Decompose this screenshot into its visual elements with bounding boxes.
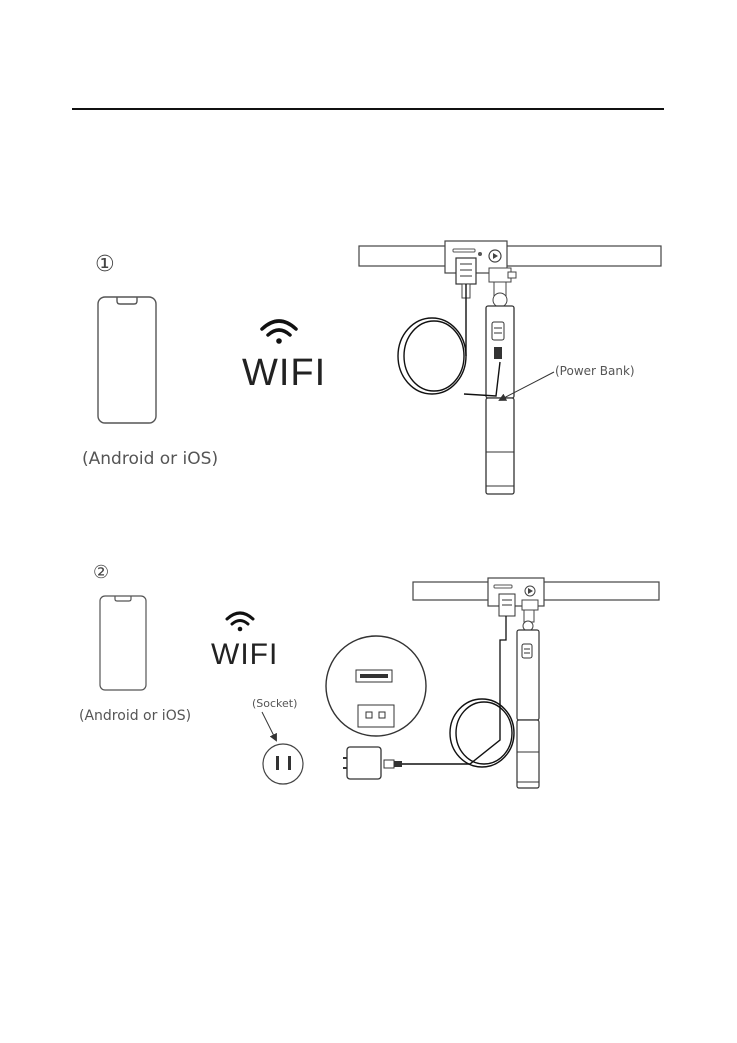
socket-icon [262,712,303,784]
power-adapter-icon [343,747,402,779]
step2-wifi-icon [227,613,253,631]
step1-phone-icon [98,297,156,423]
step2-phone-icon [100,596,146,690]
step1-wifi-icon [262,321,296,344]
usb-port-closeup-icon [326,636,426,736]
step1-light-bar-icon [359,241,661,494]
step2-light-bar-icon [402,578,659,788]
